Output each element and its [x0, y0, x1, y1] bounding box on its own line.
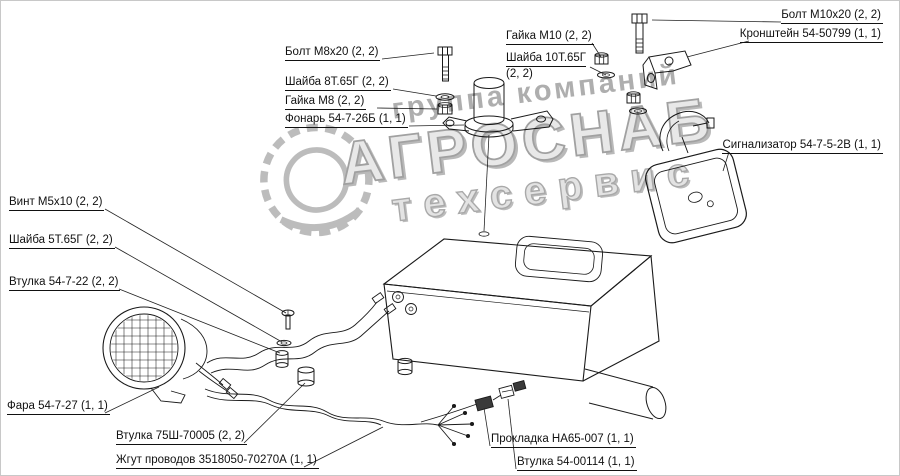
callout-washer-10t65g: Шайба 10Т.65Г (2, 2)	[506, 51, 588, 83]
callout-signalizer-54-7-5-2v: Сигнализатор 54-7-5-2В (1, 1)	[722, 138, 883, 155]
callout-nut-m10: Гайка М10 (2, 2)	[506, 29, 594, 46]
callout-bushing-54-7-22: Втулка 54-7-22 (2, 2)	[9, 275, 121, 292]
callout-washer-10t65g-qty: (2, 2)	[506, 68, 533, 81]
callout-washer-8t65g: Шайба 8Т.65Г (2, 2)	[285, 75, 391, 92]
callout-nut-m8: Гайка М8 (2, 2)	[285, 94, 367, 111]
lamp-fonar	[442, 77, 554, 232]
bracket-kronshtejn	[642, 50, 692, 90]
callout-headlight-54-7-27: Фара 54-7-27 (1, 1)	[7, 399, 110, 416]
callout-bushing-75sh-70005: Втулка 75Ш-70005 (2, 2)	[116, 429, 247, 446]
leader-lines	[104, 19, 782, 470]
callout-bushing-54-00114: Втулка 54-00114 (1, 1)	[517, 455, 637, 472]
signalizer	[645, 110, 747, 244]
bolt-m10	[631, 13, 648, 54]
tank-body	[382, 231, 660, 382]
callout-bolt-m10x20: Болт М10х20 (2, 2)	[781, 8, 883, 25]
callout-gasket-na65-007: Прокладка НА65-007 (1, 1)	[491, 432, 636, 449]
callout-washer-5t65g: Шайба 5Т.65Г (2, 2)	[9, 233, 115, 250]
tank-cylinder	[584, 368, 667, 420]
callout-bolt-m8x20: Болт М8х20 (2, 2)	[285, 45, 381, 62]
headlight	[102, 306, 239, 404]
bolt-m8-stack	[435, 46, 455, 115]
callout-washer-10t65g-name: Шайба 10Т.65Г	[506, 51, 587, 68]
nut-washer-m10	[594, 52, 647, 115]
callout-bracket-54-50799: Кронштейн 54-50799 (1, 1)	[739, 27, 883, 44]
callout-screw-m5x10: Винт М5х10 (2, 2)	[9, 195, 105, 212]
wiring-harness	[204, 292, 502, 447]
callout-wire-harness: Жгут проводов 3518050-70270А (1, 1)	[116, 453, 319, 470]
gasket-and-bushing	[474, 380, 527, 412]
small-fasteners-left	[275, 309, 413, 387]
callout-lamp-54-7-26b: Фонарь 54-7-26Б (1, 1)	[285, 112, 408, 129]
